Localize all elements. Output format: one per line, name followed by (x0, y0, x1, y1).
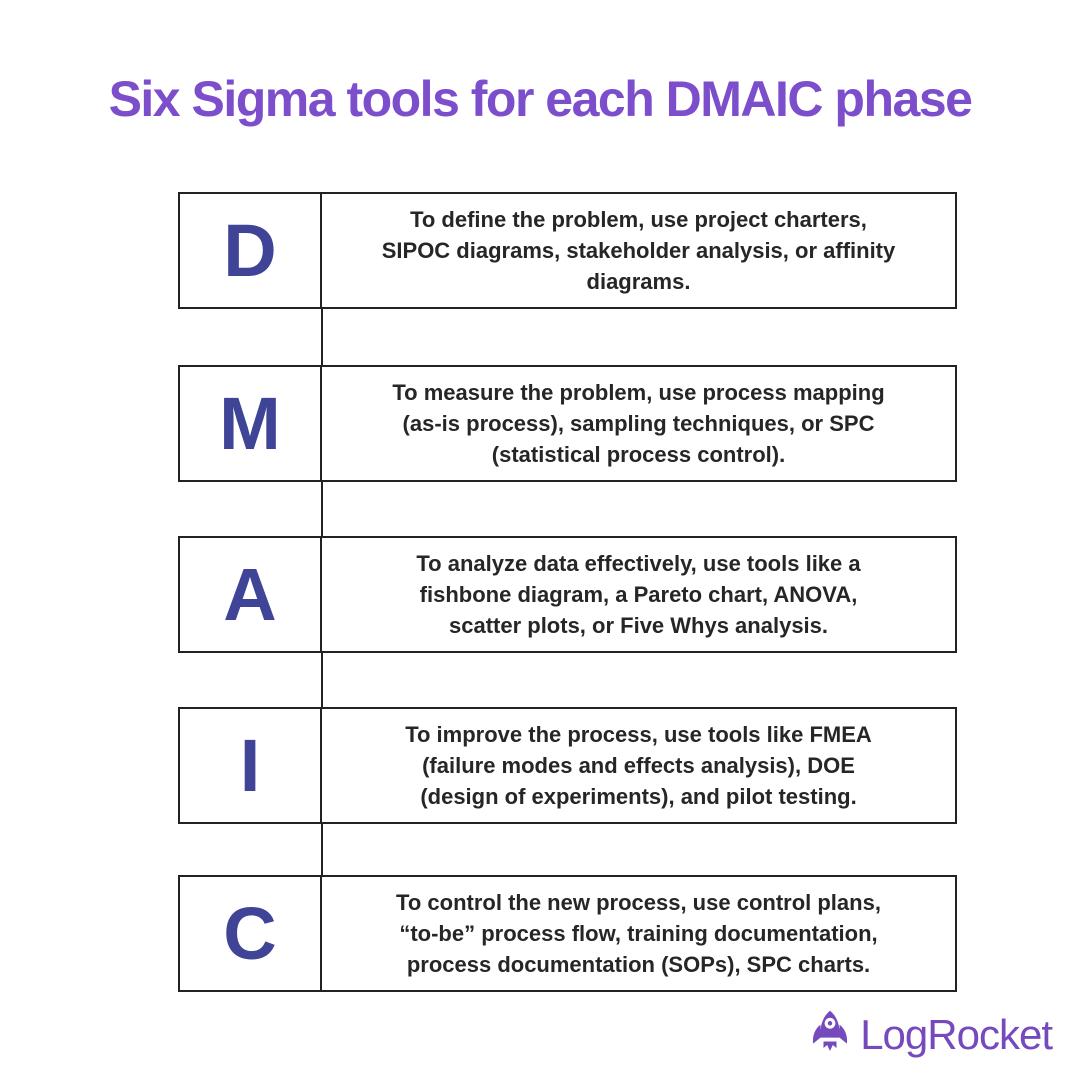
phase-description: To analyze data effectively, use tools l… (416, 551, 861, 638)
phase-letter: I (239, 723, 261, 807)
row-connector-line (321, 482, 323, 536)
phase-description-box-control: To control the new process, use control … (320, 875, 957, 992)
phase-description: To control the new process, use control … (396, 890, 881, 977)
phase-description-box-define: To define the problem, use project chart… (320, 192, 957, 309)
dmaic-row-define: D To define the problem, use project cha… (105, 126, 957, 376)
phase-description-box-measure: To measure the problem, use process mapp… (320, 365, 957, 482)
phase-letter-box-measure: M (105, 299, 395, 549)
phase-letter-box-define: D (105, 126, 395, 376)
brand-name: LogRocket (860, 1011, 1053, 1058)
phase-letter-box-analyze: A (105, 470, 395, 720)
dmaic-row-analyze: A To analyze data effectively, use tools… (105, 470, 957, 720)
dmaic-row-improve: I To improve the process, use tools like… (105, 641, 957, 891)
rocket-icon (813, 1010, 848, 1052)
dmaic-row-measure: M To measure the problem, use process ma… (105, 299, 957, 549)
phase-letter-box-improve: I (105, 641, 395, 891)
phase-description-box-analyze: To analyze data effectively, use tools l… (320, 536, 957, 653)
phase-letter: M (219, 381, 281, 465)
logrocket-logo: LogRocket (804, 1008, 1053, 1062)
phase-letter: C (223, 891, 277, 975)
phase-letter: A (223, 552, 277, 636)
phase-letter-box-control: C (105, 809, 395, 1059)
dmaic-row-control: C To control the new process, use contro… (105, 809, 957, 1059)
page-title: Six Sigma tools for each DMAIC phase (108, 71, 973, 127)
phase-description-box-improve: To improve the process, use tools like F… (320, 707, 957, 824)
phase-description: To define the problem, use project chart… (381, 207, 896, 294)
phase-description: To measure the problem, use process mapp… (392, 380, 885, 467)
phase-letter: D (223, 208, 277, 292)
row-connector-line (321, 653, 323, 707)
row-connector-line (321, 309, 323, 365)
row-connector-line (321, 824, 323, 875)
phase-description: To improve the process, use tools like F… (405, 722, 872, 809)
dmaic-diagram: D To define the problem, use project cha… (105, 126, 957, 1059)
